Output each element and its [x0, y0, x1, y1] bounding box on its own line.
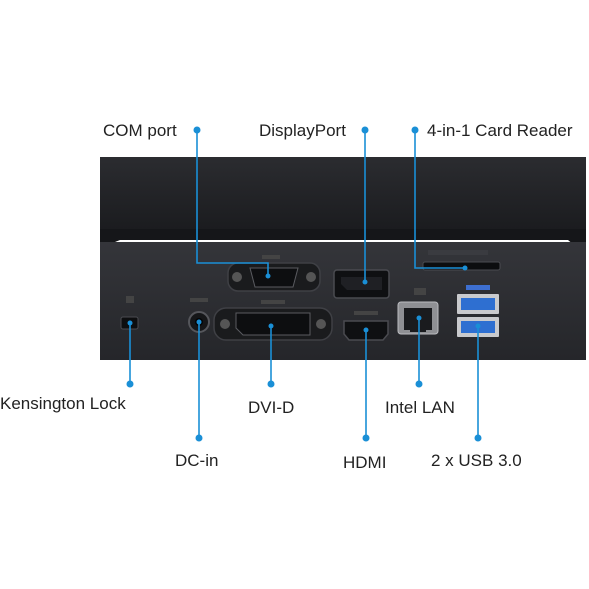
dot-usb-end — [475, 323, 481, 329]
dot-card-end — [462, 265, 468, 271]
label-com-port: COM port — [103, 121, 177, 140]
leader-com-port — [196, 130, 269, 276]
leader-lines — [129, 130, 479, 438]
dot-dc-in — [195, 434, 203, 442]
label-displayport: DisplayPort — [259, 121, 346, 140]
dot-card-reader — [411, 126, 419, 134]
dot-hdmi-end — [363, 327, 369, 333]
device-top-section — [100, 157, 586, 229]
dot-dvi-d — [267, 380, 275, 388]
dot-dc-in-end — [196, 319, 202, 325]
dot-displayport — [361, 126, 369, 134]
usb-ports — [457, 285, 499, 337]
label-dvi-d: DVI-D — [248, 398, 295, 417]
dot-dvi-end — [268, 323, 274, 329]
label-hdmi: HDMI — [343, 453, 387, 472]
leader-dots — [126, 126, 482, 442]
label-usb: 2 x USB 3.0 — [431, 451, 522, 470]
dot-kensington — [126, 380, 134, 388]
dot-hdmi — [362, 434, 370, 442]
dot-lan-end — [416, 315, 422, 321]
dot-kensington-end — [127, 320, 133, 326]
label-dc-in: DC-in — [175, 451, 219, 470]
com-port — [227, 255, 321, 292]
dvi-d-port — [213, 300, 333, 341]
dot-com-end — [265, 273, 271, 279]
dot-com-port — [193, 126, 201, 134]
label-card-reader: 4-in-1 Card Reader — [427, 121, 573, 140]
label-kensington-lock: Kensington Lock — [0, 394, 126, 413]
device-front-panel — [100, 242, 586, 360]
dot-intel-lan — [415, 380, 423, 388]
leader-card-reader — [414, 130, 465, 269]
device-step-shadow — [100, 229, 586, 255]
label-intel-lan: Intel LAN — [385, 398, 455, 417]
displayport-port — [333, 269, 390, 299]
dot-usb — [474, 434, 482, 442]
dot-dp-end — [362, 279, 368, 285]
